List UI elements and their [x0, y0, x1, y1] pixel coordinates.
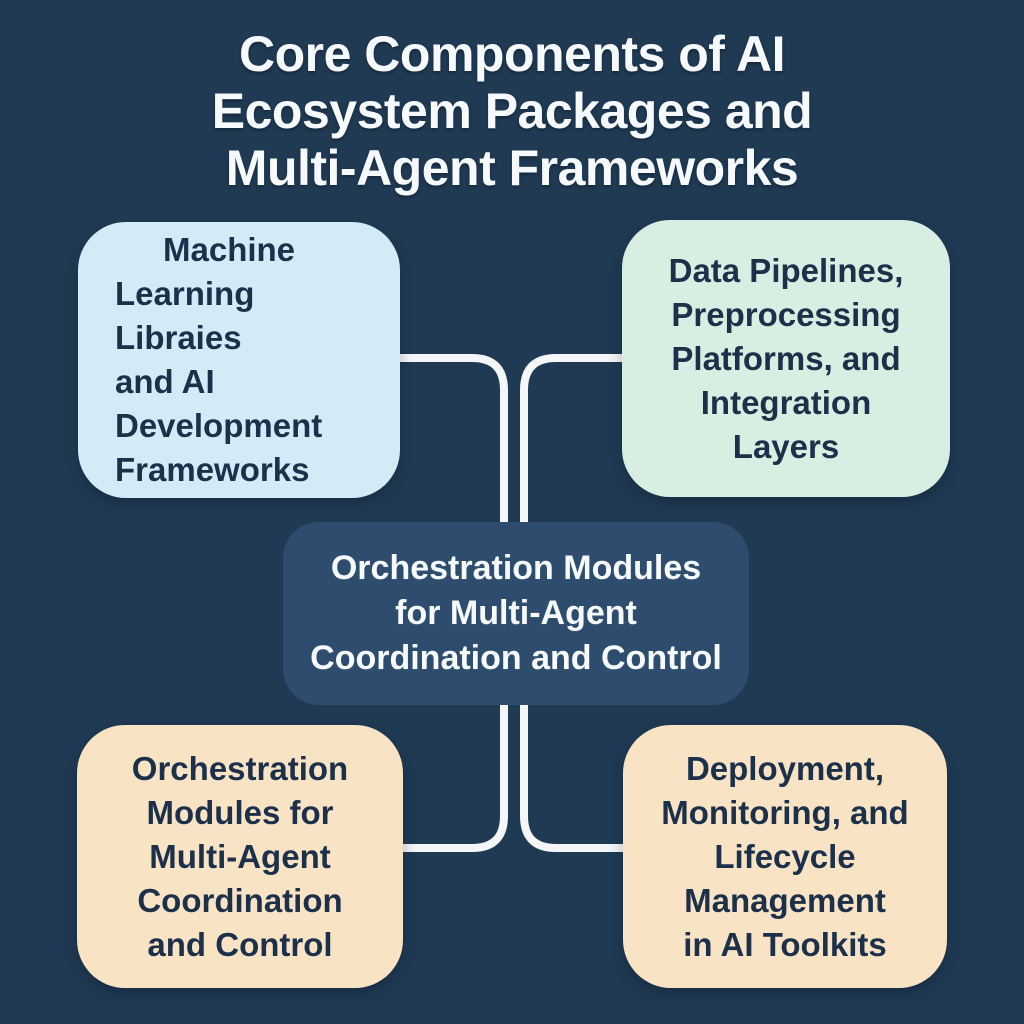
text-line: Layers	[732, 427, 840, 465]
connector-center-to-bottom-right	[520, 700, 627, 852]
text-line: Frameworks	[115, 451, 310, 488]
text-line: Multi-Agent	[149, 837, 331, 875]
text-line: Learning Libraies	[115, 275, 255, 356]
diagram-title: Core Components of AI Ecosystem Packages…	[211, 26, 813, 196]
text-line: Machine	[163, 231, 296, 268]
text-line: Deployment,	[685, 749, 885, 787]
text-line: Orchestration	[131, 749, 349, 787]
text-line: Preprocessing	[671, 295, 901, 333]
text-line: Integration	[700, 383, 872, 421]
text-line: and Control	[147, 925, 333, 963]
text-line: Coordination and Control	[310, 639, 722, 677]
text-line: for Multi-Agent	[395, 594, 637, 632]
text-line: and AI	[115, 363, 215, 400]
text-line: Data Pipelines,	[668, 251, 904, 289]
text-line: Orchestration Modules	[330, 549, 702, 587]
text-line: Monitoring, and	[661, 793, 909, 831]
text-line: Development	[115, 407, 323, 444]
text-line: Management	[684, 881, 886, 919]
text-line: Coordination	[137, 881, 343, 919]
text-line: Modules for	[146, 793, 334, 831]
text-line: in AI Toolkits	[683, 925, 887, 963]
connector-center-to-bottom-left	[399, 700, 508, 852]
connector-top-right-to-center	[520, 354, 628, 528]
text-line: Platforms, and	[671, 339, 901, 377]
connector-top-left-to-center	[396, 354, 508, 528]
text-line: Lifecycle	[714, 837, 856, 875]
